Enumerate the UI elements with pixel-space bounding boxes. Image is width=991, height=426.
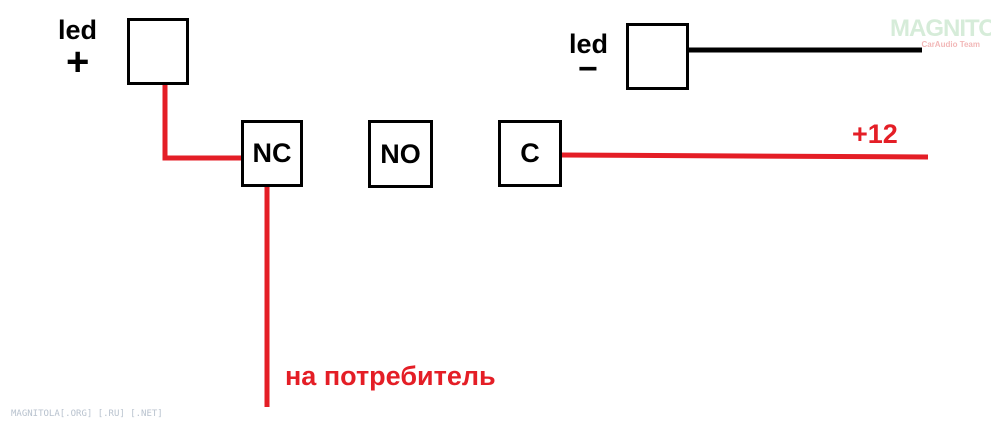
- led-minus-label: led: [569, 29, 609, 59]
- terminal-nc-label: NC: [252, 138, 292, 168]
- led-plus-terminal: [127, 18, 189, 85]
- terminal-c: C: [498, 120, 562, 187]
- led-plus-label: led: [58, 15, 98, 45]
- terminal-nc: NC: [241, 120, 303, 187]
- watermark: MAGNITOLA[.ORG] [.RU] [.NET]: [11, 409, 163, 419]
- plus12-label: +12: [852, 119, 898, 149]
- terminal-c-label: C: [520, 138, 540, 168]
- red-wire-c-to-plus12: [560, 152, 929, 160]
- led-minus-terminal: [626, 23, 689, 90]
- plus-sign: +: [66, 40, 90, 84]
- consumer-label: на потребитель: [285, 361, 496, 391]
- minus-sign: −: [578, 50, 598, 88]
- logo-main: MAGNITOLA: [890, 15, 991, 42]
- red-wire-led-plus-to-nc: [162, 84, 242, 161]
- magnitola-logo: MAGNITOLA CarAudio Team: [890, 15, 991, 50]
- logo-sub: CarAudio Team: [921, 40, 980, 49]
- terminal-no-label: NO: [380, 138, 421, 169]
- terminal-no: NO: [368, 120, 433, 188]
